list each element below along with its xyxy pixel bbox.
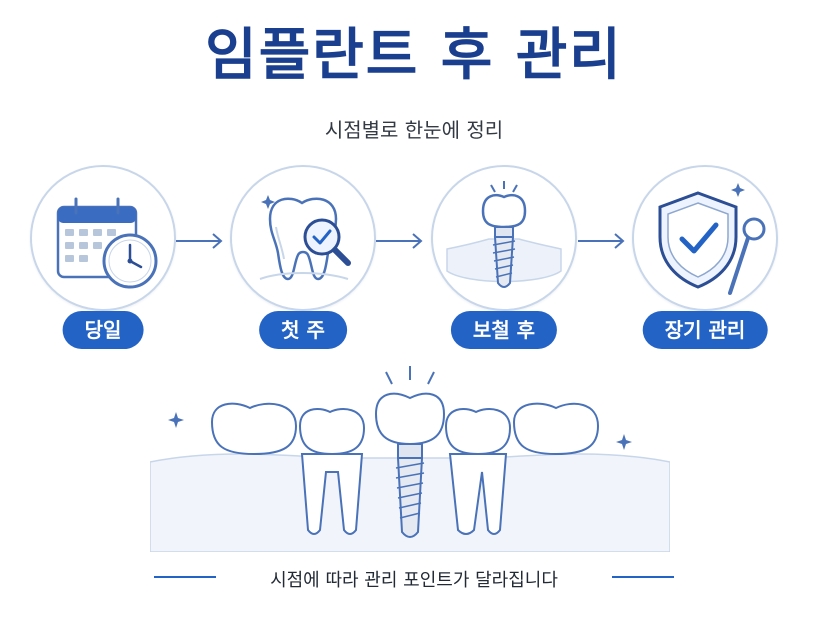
tooth-magnifier-icon: [259, 195, 351, 281]
stage-long-term: 장기 관리: [632, 165, 778, 351]
stage-day-of-label: 당일: [62, 311, 144, 349]
stage-after-prosthesis-circle: [431, 165, 577, 311]
teeth-implant-illustration: [150, 366, 670, 552]
stage-long-term-circle: [632, 165, 778, 311]
stage-first-week-circle: [230, 165, 376, 311]
arrow-right-icon: [376, 233, 423, 249]
calendar-clock-icon: [56, 197, 158, 289]
caption-divider-left: [154, 576, 216, 578]
arrow-right-icon: [578, 233, 625, 249]
footer-caption: 시점에 따라 관리 포인트가 달라집니다: [270, 570, 558, 591]
stage-first-week-label: 첫 주: [259, 311, 347, 349]
shield-check-mirror-icon: [658, 183, 766, 295]
page-subtitle: 시점별로 한눈에 정리: [324, 118, 504, 142]
page-title: 임플란트 후 관리: [205, 23, 623, 88]
stage-day-of-circle: [30, 165, 176, 311]
stage-day-of: 당일: [30, 165, 176, 351]
arrow-right-icon: [176, 233, 223, 249]
stage-long-term-label: 장기 관리: [642, 311, 768, 349]
caption-divider-right: [612, 576, 674, 578]
stage-after-prosthesis-label: 보철 후: [450, 311, 558, 349]
stage-first-week: 첫 주: [230, 165, 376, 351]
stage-after-prosthesis: 보철 후: [431, 165, 577, 351]
implant-crown-icon: [446, 181, 562, 288]
